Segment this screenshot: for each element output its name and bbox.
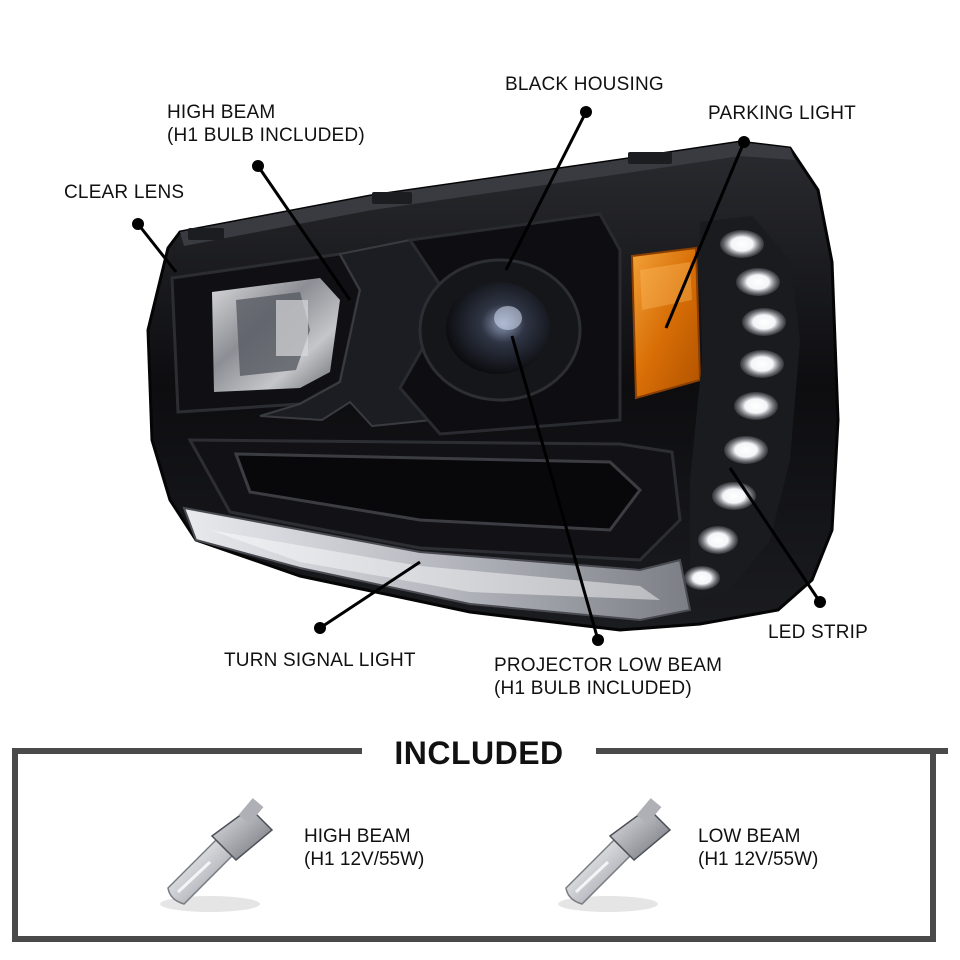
callout-high-beam-line2: (H1 BULB INCLUDED): [167, 125, 365, 146]
callout-projector-low-beam-line1: PROJECTOR LOW BEAM: [494, 655, 723, 676]
included-title: INCLUDED: [394, 735, 564, 771]
callout-parking-light-line1: PARKING LIGHT: [708, 103, 856, 124]
callout-led-strip-line1: LED STRIP: [768, 622, 868, 643]
included-item-high-beam-line2: (H1 12V/55W): [304, 849, 425, 870]
callout-turn-signal: TURN SIGNAL LIGHT: [224, 649, 416, 672]
callout-leaders: [132, 106, 826, 646]
included-item-high-beam-line1: HIGH BEAM: [304, 826, 411, 847]
included-item-low-beam-line1: LOW BEAM: [698, 826, 801, 847]
included-frame-top-left: [12, 748, 362, 754]
included-item-low-beam-line2: (H1 12V/55W): [698, 849, 819, 870]
included-frame: [12, 748, 936, 942]
projector-lens: [446, 282, 550, 374]
included-frame-top-right: [596, 748, 948, 754]
included-item-high-beam: HIGH BEAM (H1 12V/55W): [304, 825, 424, 871]
callout-black-housing-line1: BLACK HOUSING: [505, 74, 664, 95]
callout-led-strip: LED STRIP: [768, 621, 868, 644]
headlight-illustration: [132, 106, 840, 646]
turn-signal-lens: [182, 506, 692, 622]
callout-black-housing: BLACK HOUSING: [505, 73, 664, 96]
callout-turn-signal-line1: TURN SIGNAL LIGHT: [224, 650, 416, 671]
callout-clear-lens: CLEAR LENS: [64, 181, 184, 204]
included-item-low-beam: LOW BEAM (H1 12V/55W): [698, 825, 818, 871]
callout-high-beam: HIGH BEAM (H1 BULB INCLUDED): [167, 101, 365, 147]
callout-parking-light: PARKING LIGHT: [708, 102, 856, 125]
callout-clear-lens-line1: CLEAR LENS: [64, 182, 185, 203]
callout-high-beam-line1: HIGH BEAM: [167, 102, 276, 123]
callout-projector-low-beam: PROJECTOR LOW BEAM (H1 BULB INCLUDED): [494, 654, 722, 700]
callout-projector-low-beam-line2: (H1 BULB INCLUDED): [494, 678, 692, 699]
